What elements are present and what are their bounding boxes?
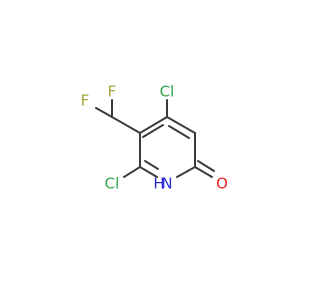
molecule-diagram: Cl Cl F F H N O [81, 83, 228, 193]
bond-c4-c5-inner [142, 124, 164, 138]
bond-c6-n1-inner [144, 160, 159, 170]
structure-canvas: Cl Cl F F H N O [81, 83, 228, 193]
bond-c6-cl [123, 166, 141, 178]
chlorine-label-top: Cl [160, 83, 175, 101]
bond-c5-chf2 [111, 116, 141, 134]
nitrogen-label: N [161, 175, 172, 193]
bond-c2-o [194, 166, 213, 178]
bond-n1-c2 [176, 166, 196, 178]
fluorine-label-top: F [108, 83, 117, 101]
bond-c6-n1 [139, 166, 158, 178]
bond-c3-c4-inner [168, 125, 190, 139]
bond-chf2-f-left [95, 107, 113, 118]
hydrogen-label: H [153, 175, 164, 193]
fluorine-label-left: F [81, 92, 90, 110]
chlorine-label-bottom: Cl [105, 175, 120, 193]
bond-c2-o-second [197, 160, 215, 172]
bond-c4-c5 [139, 116, 168, 134]
bond-c3-c4 [166, 116, 196, 134]
oxygen-label: O [216, 175, 228, 193]
